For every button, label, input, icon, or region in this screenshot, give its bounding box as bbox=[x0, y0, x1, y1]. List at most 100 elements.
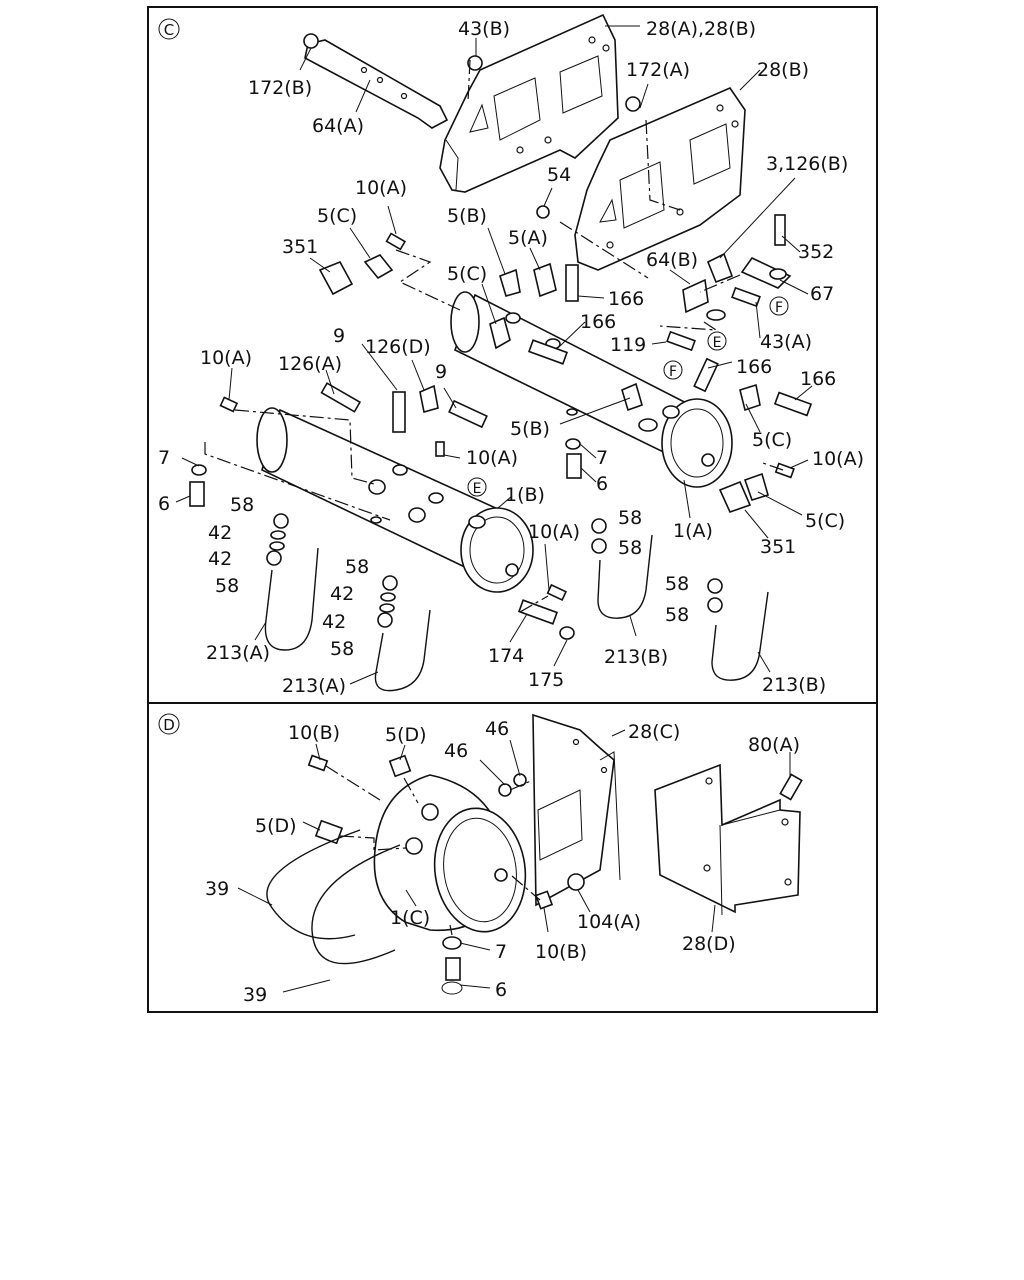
callout: 5(C) bbox=[317, 205, 357, 227]
svg-text:F: F bbox=[669, 364, 677, 380]
callout: 43(B) bbox=[458, 18, 510, 40]
callout: 64(B) bbox=[646, 249, 698, 271]
callout: 166 bbox=[608, 288, 644, 310]
callout: 351 bbox=[760, 536, 796, 558]
callout: 10(A) bbox=[355, 177, 407, 199]
callout: 9 bbox=[333, 325, 345, 347]
callout: 10(A) bbox=[812, 448, 864, 470]
svg-text:C: C bbox=[164, 21, 174, 39]
section-d-drawing bbox=[237, 713, 803, 995]
callout: 351 bbox=[282, 236, 318, 258]
bracket-64b bbox=[682, 278, 709, 314]
callout: 28(D) bbox=[682, 933, 736, 955]
callout: 54 bbox=[547, 164, 571, 186]
callout: 213(B) bbox=[604, 646, 668, 668]
callout: 175 bbox=[528, 669, 564, 691]
callout: 7 bbox=[596, 447, 608, 469]
callout: 126(A) bbox=[278, 353, 342, 375]
callout: 213(A) bbox=[206, 642, 270, 664]
callout: 64(A) bbox=[312, 115, 364, 137]
callout: 46 bbox=[485, 718, 509, 740]
callout: 58 bbox=[345, 556, 369, 578]
callouts-d: 10(B) 5(D) 46 46 28(C) 80(A) 5(D) 39 1(C… bbox=[205, 718, 800, 1006]
air-tank-upper bbox=[450, 291, 733, 488]
callout: 213(B) bbox=[762, 674, 826, 696]
leaders-c bbox=[175, 25, 813, 685]
callout: 5(C) bbox=[805, 510, 845, 532]
callout: 58 bbox=[230, 494, 254, 516]
nut-54 bbox=[536, 205, 550, 219]
section-d-marker: D bbox=[158, 713, 180, 735]
callout: 42 bbox=[330, 583, 354, 605]
callout: 58 bbox=[618, 507, 642, 529]
callout: 352 bbox=[798, 241, 834, 263]
callout: 172(A) bbox=[626, 59, 690, 81]
callout: 104(A) bbox=[577, 911, 641, 933]
callout: 1(C) bbox=[390, 907, 430, 929]
callout: 67 bbox=[810, 283, 834, 305]
callouts-c: 43(B) 28(A),28(B) 172(B) 64(A) 172(A) 28… bbox=[158, 18, 864, 697]
nut-stacks bbox=[266, 513, 723, 628]
callout: 10(A) bbox=[466, 447, 518, 469]
fittings-c bbox=[189, 214, 813, 640]
ref-marker-f-1: F bbox=[769, 296, 789, 316]
callout: 28(B) bbox=[757, 59, 809, 81]
callout: 10(A) bbox=[528, 521, 580, 543]
u-bolts bbox=[264, 534, 769, 692]
section-d-frame bbox=[147, 702, 878, 1013]
callout: 58 bbox=[665, 604, 689, 626]
callout: 10(B) bbox=[288, 722, 340, 744]
callout: 166 bbox=[736, 356, 772, 378]
callout: 42 bbox=[208, 522, 232, 544]
air-tank-lower bbox=[256, 407, 534, 593]
callout: 3,126(B) bbox=[766, 153, 848, 175]
callout: 213(A) bbox=[282, 675, 346, 697]
callout: 28(A),28(B) bbox=[646, 18, 756, 40]
callout: 7 bbox=[495, 941, 507, 963]
section-c-marker: C bbox=[158, 18, 180, 40]
callout: 10(B) bbox=[535, 941, 587, 963]
ref-marker-f-2: F bbox=[663, 360, 683, 380]
callout: 5(D) bbox=[255, 815, 297, 837]
callout: 126(D) bbox=[365, 336, 431, 358]
nut-43b bbox=[467, 55, 483, 71]
callout: 172(B) bbox=[248, 77, 312, 99]
callout: 58 bbox=[618, 537, 642, 559]
callout: 6 bbox=[158, 493, 170, 515]
svg-text:E: E bbox=[713, 335, 722, 351]
callout: 5(D) bbox=[385, 724, 427, 746]
leaders-d bbox=[237, 729, 791, 993]
callout: 80(A) bbox=[748, 734, 800, 756]
callout: 43(A) bbox=[760, 331, 812, 353]
callout: 10(A) bbox=[200, 347, 252, 369]
ref-marker-e-1: E bbox=[707, 331, 727, 351]
svg-text:F: F bbox=[775, 300, 783, 316]
callout: 42 bbox=[322, 611, 346, 633]
bracket-28c bbox=[532, 713, 621, 907]
callout: 58 bbox=[330, 638, 354, 660]
callout: 6 bbox=[495, 979, 507, 1001]
callout: 1(A) bbox=[673, 520, 713, 542]
callout: 58 bbox=[665, 573, 689, 595]
callout: 166 bbox=[580, 311, 616, 333]
callout: 9 bbox=[435, 361, 447, 383]
ref-marker-e-2: E bbox=[467, 477, 487, 497]
callout: 174 bbox=[488, 645, 524, 667]
callout: 5(A) bbox=[508, 227, 548, 249]
straps-39 bbox=[266, 829, 401, 965]
callout: 28(C) bbox=[628, 721, 680, 743]
svg-text:D: D bbox=[163, 716, 175, 734]
callout: 166 bbox=[800, 368, 836, 390]
tank-ports bbox=[368, 312, 680, 529]
callout: 58 bbox=[215, 575, 239, 597]
callout: 39 bbox=[205, 878, 229, 900]
callout: 39 bbox=[243, 984, 267, 1006]
callout: 5(C) bbox=[752, 429, 792, 451]
bracket-28d bbox=[654, 763, 801, 916]
callout: 1(B) bbox=[505, 484, 545, 506]
callout: 42 bbox=[208, 548, 232, 570]
bracket-plate-back bbox=[439, 13, 619, 193]
callout: 119 bbox=[610, 334, 646, 356]
nut-172a bbox=[625, 96, 641, 112]
